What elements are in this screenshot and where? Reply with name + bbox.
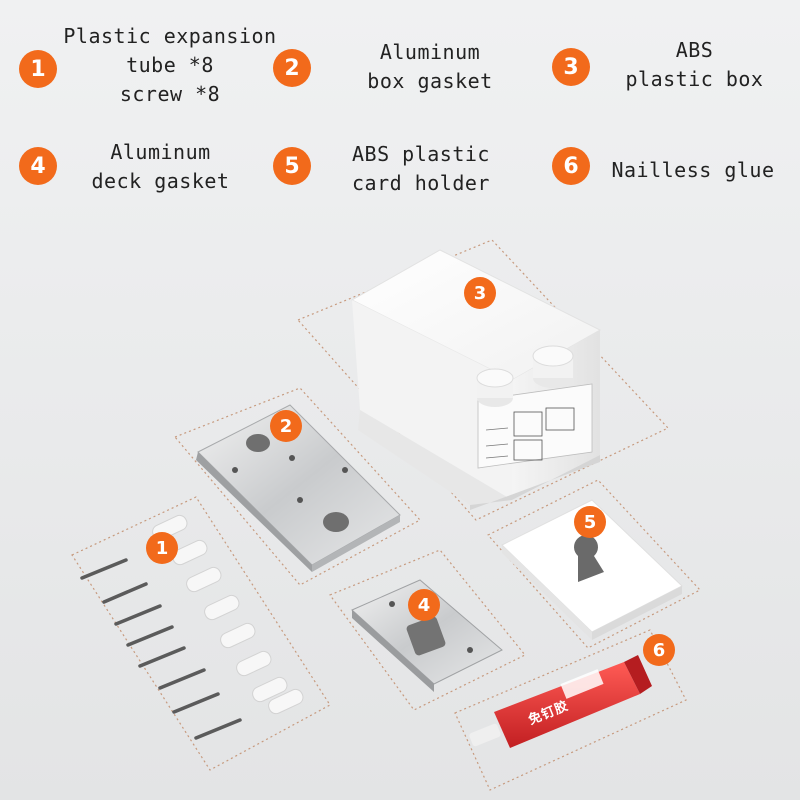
- legend-badge-3: 3: [552, 48, 590, 86]
- legend-label-5-line-1: ABS plastic: [352, 142, 490, 166]
- card-holder: [501, 499, 683, 640]
- legend-label-4-line-2: deck gasket: [91, 169, 230, 193]
- legend-label-6-line-1: Nailless glue: [611, 158, 775, 182]
- legend-label-6: Nailless glue: [598, 156, 788, 185]
- photo-badge-4: 4: [408, 589, 440, 621]
- legend-label-5-line-2: card holder: [352, 171, 490, 195]
- photo-badge-5: 5: [574, 506, 606, 538]
- legend-badge-5: 5: [273, 147, 311, 185]
- legend-label-4: Aluminum deck gasket: [78, 138, 243, 196]
- plastic-box: [350, 249, 602, 510]
- legend-badge-2: 2: [273, 49, 311, 87]
- photo-badge-2: 2: [270, 410, 302, 442]
- legend-badge-1: 1: [19, 50, 57, 88]
- aluminum-deck-gasket: [351, 579, 503, 692]
- legend-label-1-line-3: screw *8: [119, 82, 221, 106]
- expansion-tubes: [152, 514, 304, 715]
- legend-label-2-line-2: box gasket: [367, 69, 493, 93]
- legend-badge-4: 4: [19, 147, 57, 185]
- glue-tube: [469, 655, 652, 748]
- photo-badge-3: 3: [464, 277, 496, 309]
- legend-label-5: ABS plastic card holder: [336, 140, 506, 198]
- legend-label-2-line-1: Aluminum: [379, 40, 481, 64]
- legend-label-1-line-1: Plastic expansion: [63, 24, 277, 48]
- screws: [80, 558, 242, 740]
- legend-label-3-line-1: ABS: [675, 38, 714, 62]
- legend-label-3-line-2: plastic box: [625, 67, 764, 91]
- legend-badge-6: 6: [552, 147, 590, 185]
- photo-badge-1: 1: [146, 532, 178, 564]
- legend-label-2: Aluminum box gasket: [350, 38, 510, 96]
- photo-badge-6: 6: [643, 634, 675, 666]
- legend-label-4-line-1: Aluminum: [110, 140, 211, 164]
- dashed-frames: [71, 239, 701, 791]
- legend-label-1-line-2: tube *8: [126, 53, 214, 77]
- legend-label-1: Plastic expansion tube *8 screw *8: [50, 22, 290, 109]
- legend-label-3: ABS plastic box: [612, 36, 777, 94]
- aluminum-box-gasket: [196, 404, 401, 572]
